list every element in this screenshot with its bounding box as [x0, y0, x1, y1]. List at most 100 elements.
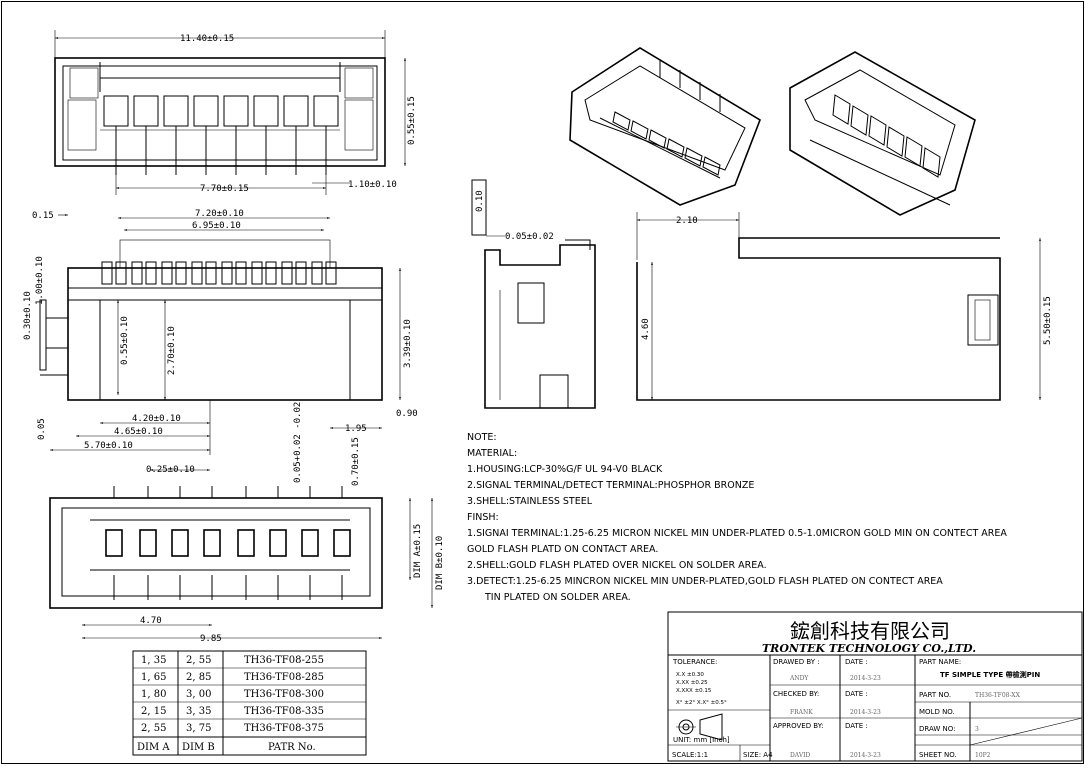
dim-4-65: 4.65±0.10 [114, 427, 163, 437]
dim-pitch-span: 7.70±0.15 [200, 184, 249, 194]
dim-tol-005: 0.05+0.02 -0.02 [293, 402, 303, 483]
dim-top-tag: 0.10 [475, 190, 485, 212]
drawed-by-value: ANDY [789, 675, 809, 682]
approved-by-label: APPROVED BY: [773, 722, 823, 730]
dim-right-height: 0.55±0.15 [407, 96, 417, 145]
iso-view-left [569, 47, 761, 206]
bottom-view-pads [105, 486, 351, 600]
approved-by-value: DAVID [790, 752, 811, 759]
dim-inner-span: 6.95±0.10 [192, 221, 241, 231]
table-cell: 2, 55 [186, 655, 211, 666]
checked-by-value: FRANK [790, 709, 813, 716]
note-line: 3.DETECT:1.25-6.25 MINCRON NICKEL MIN UN… [467, 576, 943, 587]
dim-5-70: 5.70±0.10 [84, 441, 133, 451]
note-line: NOTE: [467, 432, 497, 443]
date-value-1: 2014-3-23 [850, 675, 881, 682]
note-line: 1.HOUSING:LCP-30%G/F UL 94-V0 BLACK [467, 464, 663, 475]
dim-9-85: 9.85 [200, 634, 222, 644]
table-cell: 1, 65 [141, 672, 166, 683]
dim-right-h: 3.39±0.10 [403, 319, 413, 368]
title-block: 鋐創科技有限公司 TRONTEK TECHNOLOGY CO.,LTD. TOL… [667, 611, 1083, 762]
dim-left-edge: 0.15 [32, 211, 54, 221]
table-cell: 2, 55 [141, 723, 166, 734]
dim-2-10: 2.10 [676, 216, 698, 226]
notes-block: NOTE: MATERIAL: 1.HOUSING:LCP-30%G/F UL … [467, 432, 1007, 603]
sheet-no-label: SHEET NO. [919, 751, 957, 759]
part-name-label: PART NAME: [919, 658, 961, 666]
table-cell: TH36-TF08-335 [244, 706, 324, 717]
note-line: 2.SIGNAL TERMINAL/DETECT TERMINAL:PHOSPH… [467, 480, 754, 491]
note-line: 2.SHELL:GOLD FLASH PLATED OVER NICKEL ON… [467, 560, 767, 571]
checked-by-label: CHECKED BY: [773, 690, 819, 698]
table-cell: 3, 00 [186, 689, 211, 700]
part-no-value: TH36-TF08-XX [975, 692, 1021, 699]
table-header-dim-b: DIM B [182, 742, 215, 753]
dim-center-h: 2.70±0.10 [167, 326, 177, 375]
dim-left-h2: 1.00±0.10 [35, 256, 45, 305]
note-line: GOLD FLASH PLATD ON CONTACT AREA. [467, 544, 658, 555]
tol-xx: X.XX ±0.25 [676, 680, 708, 686]
tol-angle: X° ±2° X.X° ±0.5° [676, 700, 727, 706]
dim-a: DIM A±0.15 [413, 524, 423, 578]
dim-4-20: 4.20±0.10 [132, 414, 181, 424]
table-cell: TH36-TF08-375 [244, 723, 324, 734]
bottom-view: 0.25±0.10 0.05+0.02 -0.02 0.70±0.15 DIM … [49, 402, 445, 644]
dim-table: 1, 35 2, 55 TH36-TF08-255 1, 65 2, 85 TH… [132, 650, 367, 756]
table-cell: TH36-TF08-285 [244, 672, 324, 683]
sheet-no-value: 10P2 [975, 752, 991, 759]
note-line: 3.SHELL:STAINLESS STEEL [467, 496, 593, 507]
dim-right-offset: 1.10±0.10 [348, 180, 397, 190]
size-label: SIZE: A4 [743, 751, 773, 759]
date-value-3: 2014-3-23 [850, 752, 881, 759]
dim-4-60: 4.60 [641, 318, 651, 340]
table-cell: TH36-TF08-255 [244, 655, 324, 666]
drawed-by-label: DRAWED BY : [773, 658, 820, 666]
dim-pin-span: 7.20±0.10 [195, 209, 244, 219]
table-cell: 2, 15 [141, 706, 166, 717]
dim-left-h1: 0.30±0.10 [23, 291, 33, 340]
dim-inner-h: 0.55±0.10 [120, 316, 130, 365]
part-name-value: TF SIMPLE TYPE 帶檢測PIN [940, 670, 1040, 679]
note-line: FINSH: [467, 512, 499, 523]
table-cell: 2, 85 [186, 672, 211, 683]
table-cell: 1, 35 [141, 655, 166, 666]
dim-1-95: 1.95 [345, 424, 367, 434]
top-view-pins [103, 95, 339, 175]
dim-side-0-05: 0.05±0.02 [505, 232, 554, 242]
table-header-part-no: PATR No. [268, 742, 316, 753]
part-no-label: PART NO. [919, 691, 951, 699]
dim-0-90: 0.90 [396, 409, 418, 419]
tol-xxx: X.XXX ±0.15 [676, 688, 712, 694]
tolerance-label: TOLERANCE: [672, 658, 717, 666]
top-view: 11.40±0.15 0.55±0.15 7.70±0.15 1.10±0.10 [54, 30, 417, 195]
scale-label: SCALE:1:1 [672, 751, 708, 759]
front-view-pins [101, 261, 337, 285]
dim-0-25: 0.25±0.10 [146, 465, 195, 475]
table-header-dim-a: DIM A [137, 742, 170, 753]
unit-label: UNIT: mm [Inch] [673, 736, 730, 744]
projection-symbol [676, 713, 723, 741]
side-view-right: 2.10 4.60 5.50±0.15 [636, 212, 1053, 401]
date-label-3: DATE : [845, 722, 868, 730]
front-view: 0.15 7.20±0.10 6.95±0.10 0.30±0.10 1.00±… [23, 209, 418, 455]
date-value-2: 2014-3-23 [850, 709, 881, 716]
draw-no-value: 3 [975, 726, 979, 733]
dim-b: DIM B±0.10 [435, 536, 445, 590]
note-line: TIN PLATED ON SOLDER AREA. [484, 592, 631, 603]
date-label-1: DATE : [845, 658, 868, 666]
draw-no-label: DRAW NO: [919, 725, 956, 733]
tol-x: X.X ±0.30 [676, 672, 704, 678]
table-cell: TH36-TF08-300 [244, 689, 324, 700]
table-cell: 3, 35 [186, 706, 211, 717]
note-line: 1.SIGNAI TERMINAL:1.25-6.25 MICRON NICKE… [467, 528, 1007, 539]
table-cell: 1, 80 [141, 689, 166, 700]
dim-0-05: 0.05 [37, 418, 47, 440]
iso-view-right [789, 51, 976, 216]
note-line: MATERIAL: [467, 448, 517, 459]
dim-0-70: 0.70±0.15 [351, 437, 361, 486]
dim-5-50: 5.50±0.15 [1043, 296, 1053, 345]
mold-no-label: MOLD NO. [919, 708, 955, 716]
date-label-2: DATE : [845, 690, 868, 698]
dim-4-70: 4.70 [140, 616, 162, 626]
